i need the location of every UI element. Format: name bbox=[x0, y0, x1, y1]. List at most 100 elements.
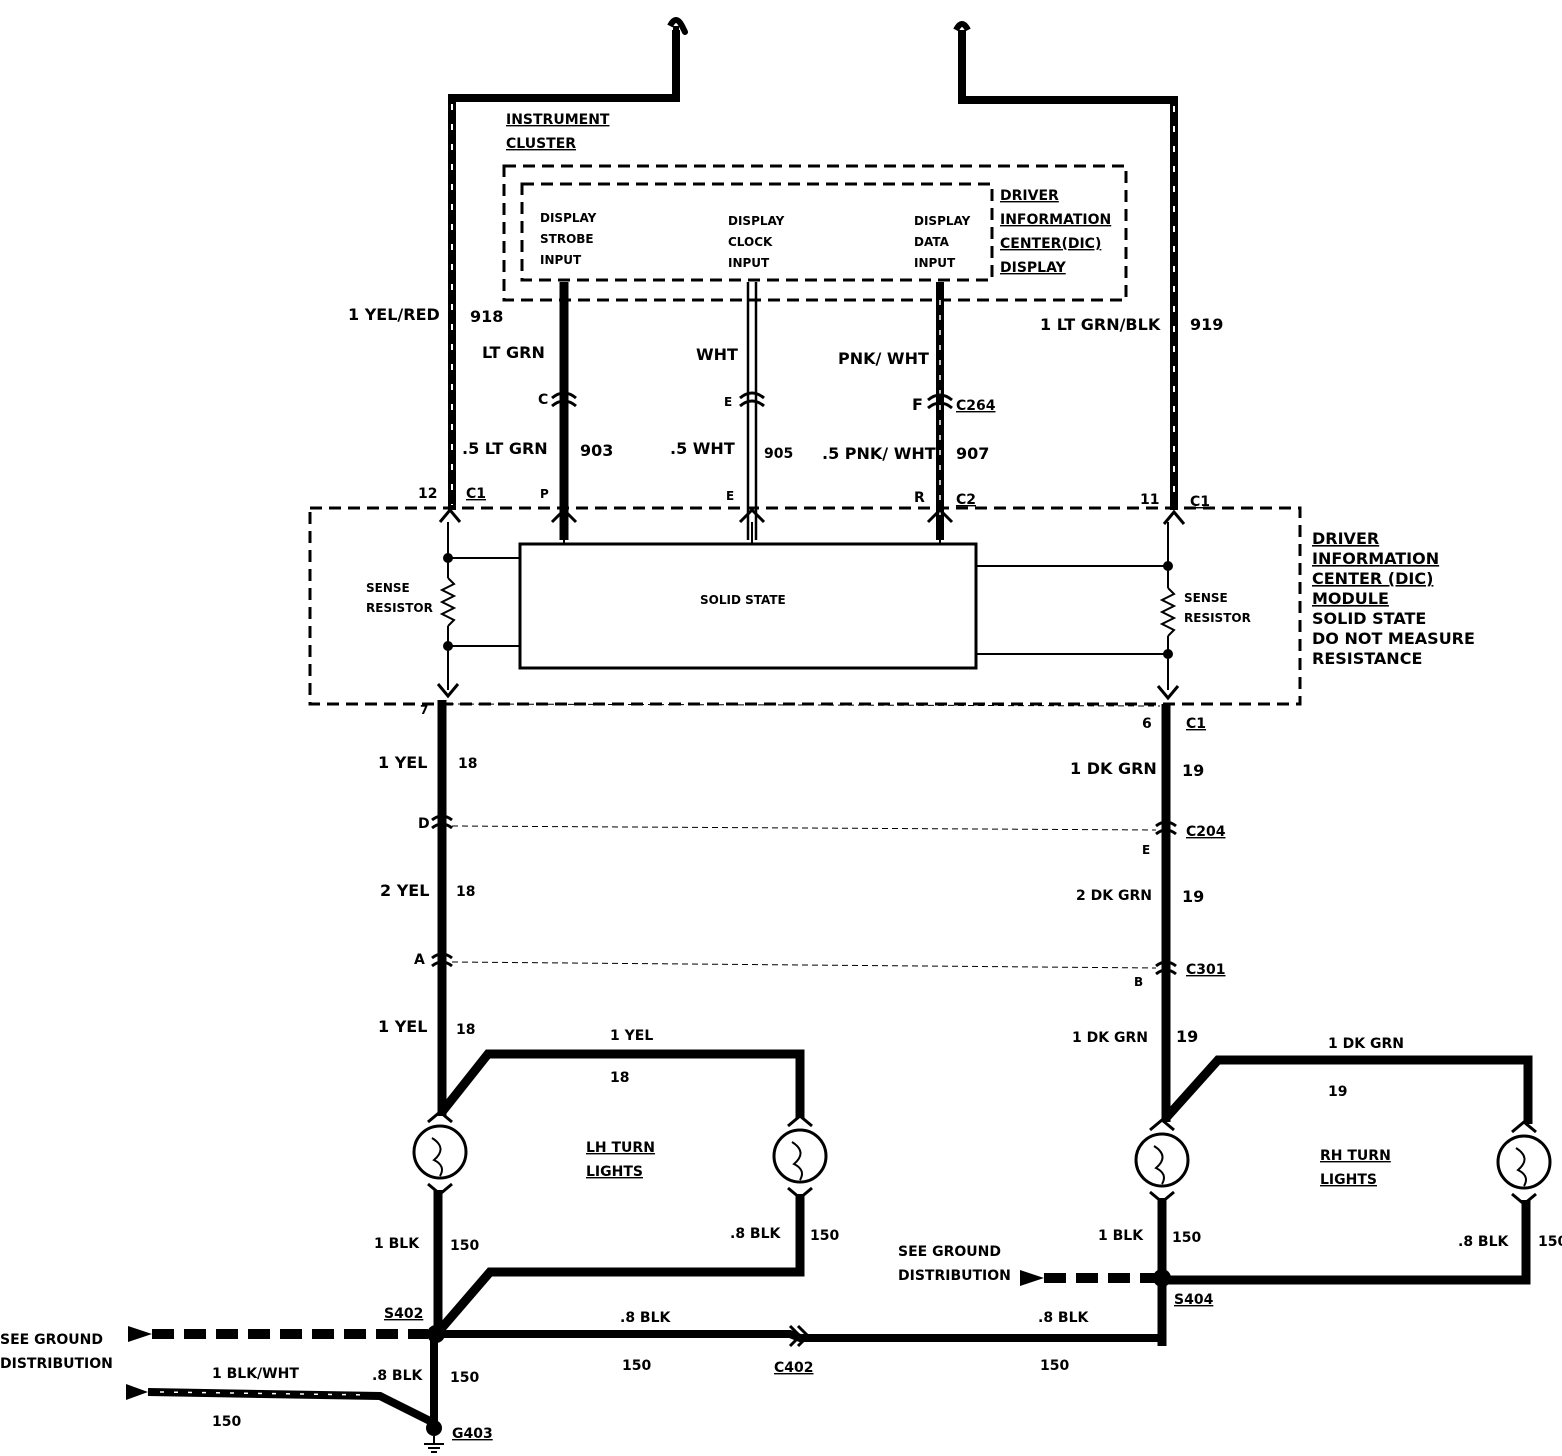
label-c301: C301 bbox=[1186, 962, 1226, 978]
label-pnk-wht: PNK/ WHT bbox=[838, 349, 929, 368]
label-rh-branch-wire: 1 DK GRN bbox=[1328, 1036, 1404, 1052]
dic-module-label-5: SOLID STATE bbox=[1312, 609, 1426, 628]
label-150-rh2: 150 bbox=[1538, 1234, 1562, 1250]
label-pin-b: B bbox=[1134, 975, 1143, 989]
strobe-input-label-1: DISPLAY bbox=[540, 211, 597, 225]
dic-module-label-6: DO NOT MEASURE bbox=[1312, 629, 1475, 648]
label-blk1-rh: 1 BLK bbox=[1098, 1228, 1144, 1244]
sense-resistor-left-label-1: SENSE bbox=[366, 581, 410, 595]
label-c1-right: C1 bbox=[1190, 494, 1210, 510]
rh-turn-label-1: RH TURN bbox=[1320, 1148, 1391, 1164]
splice-s404 bbox=[1153, 1269, 1171, 1287]
splice-s402 bbox=[427, 1325, 445, 1343]
label-blk8-bus-right: .8 BLK bbox=[1038, 1310, 1090, 1326]
ground-icon bbox=[424, 1436, 444, 1453]
dic-module-label-7: RESISTANCE bbox=[1312, 649, 1422, 668]
connector-e bbox=[739, 391, 765, 408]
ground-dist-lh-label-1: SEE GROUND bbox=[0, 1332, 103, 1348]
dic-display-label-1: DRIVER bbox=[1000, 188, 1059, 204]
dic-module-box bbox=[308, 506, 1302, 706]
dic-module-label-3: CENTER (DIC) bbox=[1312, 569, 1433, 588]
label-19-top: 19 bbox=[1182, 761, 1204, 780]
pin-7-arrow bbox=[436, 683, 460, 699]
label-c1-left: C1 bbox=[466, 486, 486, 502]
label-s404: S404 bbox=[1174, 1292, 1214, 1308]
solid-state-block bbox=[518, 542, 978, 670]
label-blk1-lh: 1 BLK bbox=[374, 1236, 420, 1252]
data-input-label-1: DISPLAY bbox=[914, 214, 971, 228]
pin-12-arrow bbox=[438, 507, 462, 523]
wire-blk-wht bbox=[147, 1388, 434, 1426]
pin-11-arrow bbox=[1162, 509, 1186, 525]
ground-g403-point bbox=[426, 1420, 442, 1436]
blk-wht-arrow bbox=[126, 1384, 148, 1400]
label-918: 918 bbox=[470, 307, 503, 326]
label-150-lh1: 150 bbox=[450, 1238, 479, 1254]
connector-d bbox=[431, 814, 453, 830]
ground-dist-rh-label-1: SEE GROUND bbox=[898, 1244, 1001, 1260]
pin-6-arrow bbox=[1156, 685, 1180, 701]
connector-f bbox=[927, 393, 953, 410]
dic-display-label-2: INFORMATION bbox=[1000, 212, 1111, 228]
label-c264: C264 bbox=[956, 398, 996, 414]
wire-rh-branch bbox=[1162, 1055, 1533, 1124]
label-yel-red: 1 YEL/RED bbox=[348, 305, 440, 324]
label-yel1-top: 1 YEL bbox=[378, 753, 427, 772]
pin-e-arrow bbox=[738, 507, 766, 524]
label-ltgrn5: .5 LT GRN bbox=[462, 439, 548, 458]
dic-module-label-4: MODULE bbox=[1312, 589, 1389, 608]
label-18-top: 18 bbox=[458, 756, 477, 772]
sense-resistor-left-label-2: RESISTOR bbox=[366, 601, 433, 615]
dic-display-box bbox=[520, 182, 994, 282]
label-lh-branch-18: 18 bbox=[610, 1070, 629, 1086]
label-18-mid: 18 bbox=[456, 884, 475, 900]
label-rh-branch-19: 19 bbox=[1328, 1084, 1347, 1100]
instrument-cluster-box bbox=[502, 164, 1128, 302]
label-150-bus-right: 150 bbox=[1040, 1358, 1069, 1374]
wire-919 bbox=[958, 30, 1178, 510]
label-150-lh2: 150 bbox=[810, 1228, 839, 1244]
rh-turn-label-2: LIGHTS bbox=[1320, 1172, 1377, 1188]
label-19-mid: 19 bbox=[1182, 887, 1204, 906]
strobe-input-label-3: INPUT bbox=[540, 253, 582, 267]
lh-turn-label-2: LIGHTS bbox=[586, 1164, 643, 1180]
ground-dist-rh-label-2: DISTRIBUTION bbox=[898, 1268, 1011, 1284]
clock-input-label-3: INPUT bbox=[728, 256, 770, 270]
label-blk8-rh: .8 BLK bbox=[1458, 1234, 1510, 1250]
rh-bulb-2 bbox=[1496, 1120, 1552, 1206]
data-input-label-3: INPUT bbox=[914, 256, 956, 270]
lh-bulb-2 bbox=[772, 1114, 828, 1200]
label-dkgrn2: 2 DK GRN bbox=[1076, 888, 1152, 904]
label-919: 919 bbox=[1190, 315, 1223, 334]
label-yel2: 2 YEL bbox=[380, 881, 429, 900]
dic-module-label-1: DRIVER bbox=[1312, 529, 1379, 548]
label-pin-e: E bbox=[726, 489, 734, 503]
connector-c204 bbox=[1155, 820, 1177, 836]
label-pin-6: 6 bbox=[1142, 716, 1152, 732]
label-blk-wht: 1 BLK/WHT bbox=[212, 1366, 299, 1382]
label-pin-a: A bbox=[414, 952, 425, 968]
dic-display-label-3: CENTER(DIC) bbox=[1000, 236, 1101, 252]
ground-dist-lh-label-2: DISTRIBUTION bbox=[0, 1356, 113, 1372]
dic-display-label-4: DISPLAY bbox=[1000, 260, 1067, 276]
label-ltgrn: LT GRN bbox=[482, 343, 545, 362]
label-pin-e2: E bbox=[1142, 843, 1150, 857]
label-wht: WHT bbox=[696, 345, 738, 364]
label-blk8-lh: .8 BLK bbox=[730, 1226, 782, 1242]
clock-input-label-1: DISPLAY bbox=[728, 214, 785, 228]
sense-resistor-right-label-1: SENSE bbox=[1184, 591, 1228, 605]
label-dkgrn1-low: 1 DK GRN bbox=[1072, 1030, 1148, 1046]
ground-dist-lh-arrow bbox=[128, 1326, 152, 1342]
rh-bulb-1 bbox=[1134, 1118, 1190, 1204]
sense-resistor-right-label-2: RESISTOR bbox=[1184, 611, 1251, 625]
label-c204: C204 bbox=[1186, 824, 1226, 840]
label-conn-c: C bbox=[538, 392, 548, 408]
lh-turn-label-1: LH TURN bbox=[586, 1140, 655, 1156]
label-blk8-g403: .8 BLK bbox=[372, 1368, 424, 1384]
label-pin-r: R bbox=[914, 490, 925, 506]
label-pin-d: D bbox=[418, 816, 430, 832]
label-blk8-bus-left: .8 BLK bbox=[620, 1310, 672, 1326]
label-150-blk-wht: 150 bbox=[212, 1414, 241, 1430]
label-conn-f: F bbox=[912, 395, 923, 414]
label-pnk-wht5: .5 PNK/ WHT bbox=[822, 444, 936, 463]
